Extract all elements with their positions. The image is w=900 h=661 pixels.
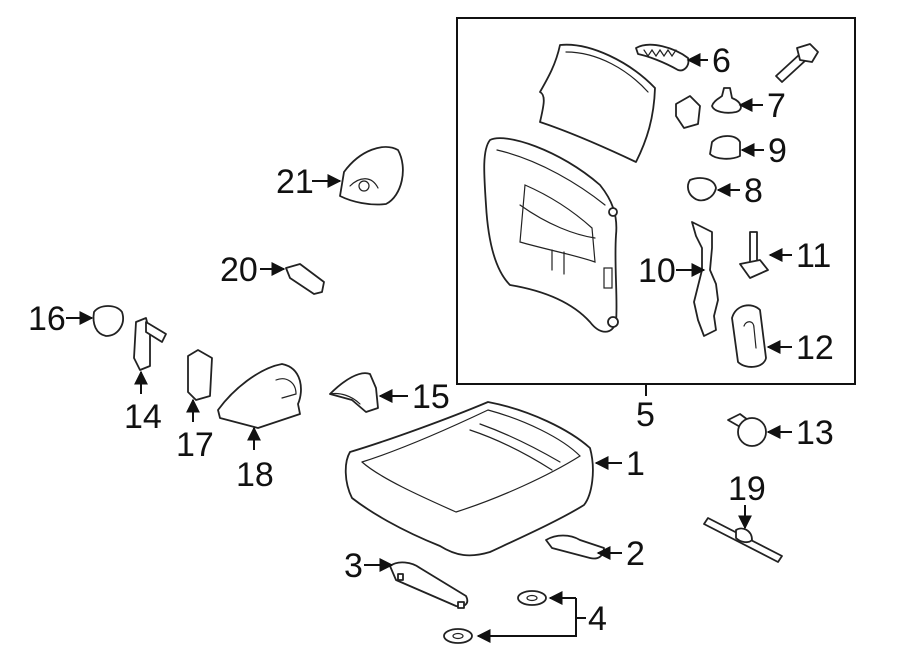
callout-16: 16 [28, 300, 66, 338]
callout-labels: 1 2 3 4 5 6 7 8 9 10 11 12 13 14 15 16 1… [28, 42, 834, 638]
callout-18: 18 [236, 456, 274, 494]
part-8-cap [687, 177, 717, 202]
part-12-cover [731, 304, 767, 368]
seat-back-inset-box [456, 17, 856, 385]
callout-1: 1 [626, 445, 645, 483]
seat-back-bolt [775, 43, 819, 83]
callout-19: 19 [728, 470, 766, 508]
part-18-cover [217, 363, 302, 429]
callout-17: 17 [176, 426, 214, 464]
part-15-bracket [329, 372, 379, 413]
part-19-rod [703, 517, 783, 563]
callout-3: 3 [344, 547, 363, 585]
callout-5: 5 [636, 396, 655, 434]
callout-2: 2 [626, 535, 645, 573]
part-17-clip [187, 349, 213, 401]
callout-10: 10 [638, 252, 676, 290]
callout-7: 7 [767, 87, 786, 125]
part-10-bracket [691, 221, 719, 337]
seat-back-cushion [483, 137, 619, 333]
part-9-cap [709, 135, 741, 160]
part-13-knob [727, 413, 767, 447]
part-3-cover [389, 561, 469, 609]
callout-12: 12 [796, 329, 834, 367]
leader-lines [66, 53, 792, 643]
callout-13: 13 [796, 414, 834, 452]
part-14-hinge [133, 317, 167, 371]
part-11-pin [739, 231, 769, 279]
callout-21: 21 [276, 163, 314, 201]
part-21-cover [339, 146, 404, 206]
callout-15: 15 [412, 378, 450, 416]
part-7-clip [675, 87, 742, 129]
part-20-bolt [285, 263, 325, 295]
seat-back-board [539, 43, 656, 163]
callout-9: 9 [768, 132, 787, 170]
callout-14: 14 [124, 398, 162, 436]
part-16-cap [92, 305, 124, 337]
part-1-seat-cushion [344, 401, 594, 557]
callout-4: 4 [588, 600, 607, 638]
callout-8: 8 [744, 172, 763, 210]
callout-20: 20 [220, 251, 258, 289]
part-6-trim [635, 43, 690, 72]
callout-11: 11 [796, 237, 831, 275]
part-2-cover [545, 534, 605, 560]
part-4-washers [443, 590, 547, 644]
callout-6: 6 [712, 42, 731, 80]
